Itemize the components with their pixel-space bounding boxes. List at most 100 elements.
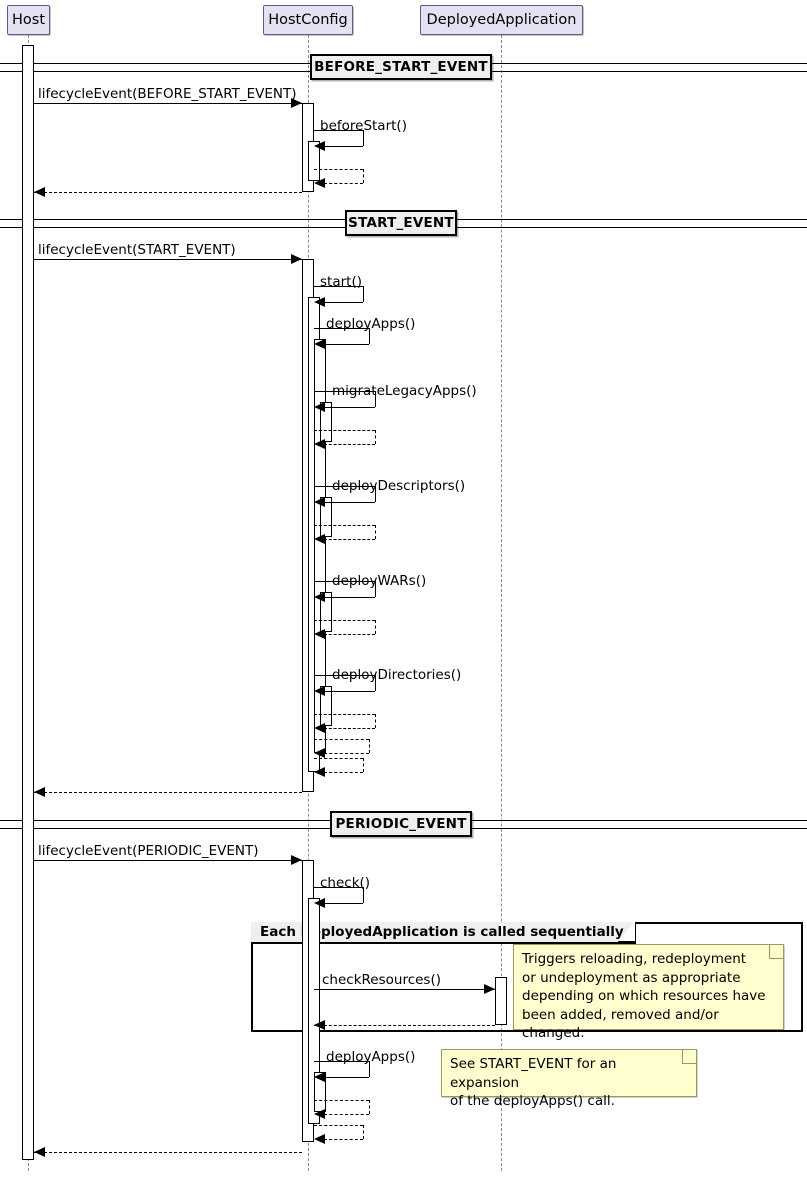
- activation-config-desc: [320, 497, 332, 537]
- message-m7-arrowhead: [314, 339, 325, 349]
- message-m7-out: [314, 328, 369, 329]
- message-m1-line: [34, 103, 302, 104]
- message-m16-turn: [369, 739, 370, 753]
- message-m15-back: [324, 728, 375, 729]
- message-m17-out: [314, 758, 363, 759]
- message-m14-out: [314, 675, 375, 676]
- message-m16-out: [314, 739, 369, 740]
- message-m25-back: [324, 1139, 363, 1140]
- message-m20-back: [324, 903, 363, 904]
- message-m12-arrowhead: [314, 592, 325, 602]
- message-m20-out: [314, 887, 363, 888]
- message-m9-back: [324, 444, 375, 445]
- message-m6-back: [324, 302, 363, 303]
- message-label-m23: deployApps(): [326, 1049, 416, 1065]
- message-m1-arrowhead: [291, 98, 302, 108]
- message-m10-turn: [375, 486, 376, 502]
- message-m24-arrowhead: [314, 1109, 325, 1119]
- message-m12-back: [324, 597, 375, 598]
- message-m8-turn: [375, 391, 376, 407]
- note-line: depending on which resources have: [522, 988, 766, 1005]
- message-m20-arrowhead: [314, 898, 325, 908]
- message-m19-line: [34, 860, 302, 861]
- message-m22-arrowhead: [314, 1020, 325, 1030]
- message-m25-out: [314, 1125, 363, 1126]
- message-m23-out: [314, 1061, 369, 1062]
- message-m22-line: [314, 1025, 495, 1026]
- message-m10-out: [314, 486, 375, 487]
- participant-app[interactable]: DeployedApplication: [420, 5, 583, 35]
- message-m9-arrowhead: [314, 439, 325, 449]
- message-m18-arrowhead: [34, 787, 45, 797]
- activation-config-war: [320, 592, 332, 632]
- message-m13-out: [314, 620, 375, 621]
- message-m11-back: [324, 539, 375, 540]
- message-m24-out: [314, 1100, 369, 1101]
- message-m8-out: [314, 391, 375, 392]
- note-line: been added, removed and/or changed.: [522, 1006, 719, 1042]
- message-m10-back: [324, 502, 375, 503]
- message-label-m10: deployDescriptors(): [332, 478, 466, 494]
- message-m26-line: [34, 1152, 302, 1153]
- message-m3-out: [314, 169, 363, 170]
- message-m25-turn: [363, 1125, 364, 1139]
- message-m6-arrowhead: [314, 297, 325, 307]
- message-m12-turn: [375, 581, 376, 597]
- message-m17-arrowhead: [314, 767, 325, 777]
- message-label-m2: beforeStart(): [320, 118, 407, 134]
- message-m26-arrowhead: [34, 1147, 45, 1157]
- message-label-m1: lifecycleEvent(BEFORE_START_EVENT): [38, 86, 297, 102]
- message-m11-out: [314, 525, 375, 526]
- message-m4-line: [34, 192, 302, 193]
- message-m6-turn: [363, 286, 364, 302]
- message-label-m5: lifecycleEvent(START_EVENT): [38, 242, 236, 258]
- message-m2-back: [324, 146, 363, 147]
- divider-periodic: PERIODIC_EVENT: [330, 811, 472, 837]
- activation-config-dir: [320, 686, 332, 726]
- message-m20-turn: [363, 887, 364, 903]
- divider-start: START_EVENT: [345, 210, 457, 236]
- lifeline-app: [501, 35, 502, 1171]
- note-fold-corner-icon: [682, 1050, 696, 1064]
- message-label-m20: check(): [320, 875, 371, 891]
- message-m11-turn: [375, 525, 376, 539]
- message-m15-turn: [375, 714, 376, 728]
- message-m21-arrowhead: [484, 984, 495, 994]
- participant-config[interactable]: HostConfig: [263, 5, 353, 35]
- message-label-m12: deployWARs(): [332, 573, 427, 589]
- message-m7-turn: [369, 328, 370, 344]
- group-label-each-deployed-application: Each DeployedApplication is called seque…: [251, 922, 636, 944]
- message-m8-arrowhead: [314, 402, 325, 412]
- participant-host[interactable]: Host: [7, 5, 50, 35]
- message-m8-back: [324, 407, 375, 408]
- message-m18-line: [34, 792, 302, 793]
- message-m9-out: [314, 430, 375, 431]
- message-m17-turn: [363, 758, 364, 772]
- message-m4-arrowhead: [34, 187, 45, 197]
- divider-before-start: BEFORE_START_EVENT: [310, 54, 492, 80]
- activation-config-mig: [320, 402, 332, 442]
- group-label-text: Each DeployedApplication is called seque…: [260, 924, 624, 940]
- message-m5-line: [34, 259, 302, 260]
- message-m21-line: [314, 989, 495, 990]
- message-m23-back: [324, 1077, 369, 1078]
- message-m3-turn: [363, 169, 364, 183]
- message-m2-turn: [363, 130, 364, 146]
- message-m13-arrowhead: [314, 629, 325, 639]
- message-m10-arrowhead: [314, 497, 325, 507]
- message-m16-arrowhead: [314, 748, 325, 758]
- message-m24-back: [324, 1114, 369, 1115]
- message-m3-back: [324, 183, 363, 184]
- message-label-m8: migrateLegacyApps(): [332, 383, 477, 399]
- activation-app-check: [495, 977, 507, 1025]
- message-label-m21: checkResources(): [322, 972, 442, 988]
- note-line: or undeployment as appropriate: [522, 969, 741, 986]
- message-m12-out: [314, 581, 375, 582]
- note-line: of the deployApps() call.: [450, 1093, 615, 1110]
- message-m14-arrowhead: [314, 686, 325, 696]
- note-fold-corner-icon: [769, 945, 783, 959]
- note-note-deploy-apps: See START_EVENT for an expansion of the d…: [441, 1049, 697, 1109]
- note-line: See START_EVENT for an expansion: [450, 1056, 617, 1091]
- message-m25-arrowhead: [314, 1134, 325, 1144]
